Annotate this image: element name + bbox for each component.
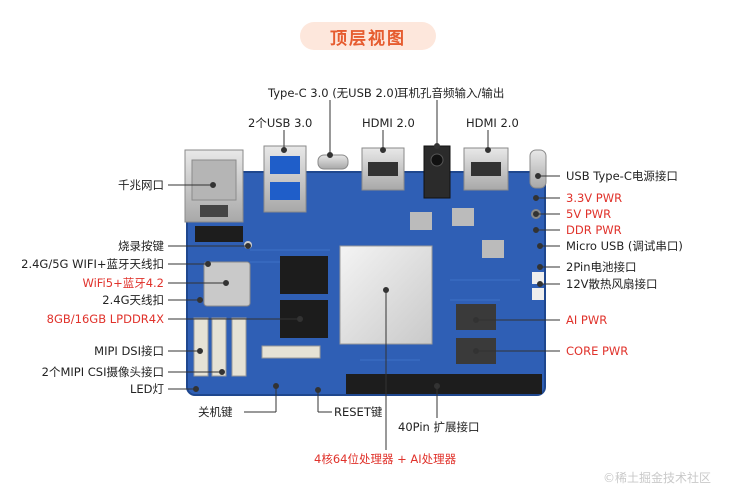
label-hdmi-2: HDMI 2.0 [466, 116, 519, 130]
typec30-port [317, 154, 349, 170]
label-hdmi-1: HDMI 2.0 [362, 116, 415, 130]
label-mipi-csi: 2个MIPI CSI摄像头接口 [41, 365, 164, 379]
label-ai-pwr: AI PWR [566, 313, 608, 327]
mipi-connectors [193, 317, 321, 377]
usbc-power-port [529, 149, 547, 189]
label-micro-usb: Micro USB (调试串口) [566, 239, 683, 253]
label-usbc-power: USB Type-C电源接口 [566, 169, 678, 183]
page-title: 顶层视图 [330, 28, 406, 49]
hdmi-port-1 [361, 147, 405, 191]
label-wifi-antenna: 2.4G/5G WIFI+蓝牙天线扣 [21, 257, 164, 271]
leader-lines [168, 100, 560, 450]
label-wifi5: WiFi5+蓝牙4.2 [82, 276, 164, 290]
usb30-ports [263, 145, 307, 213]
label-usb30: 2个USB 3.0 [248, 116, 313, 130]
hdmi-port-2 [463, 147, 509, 191]
label-fan: 12V散热风扇接口 [566, 277, 658, 291]
label-5v-pwr: 5V PWR [566, 207, 612, 221]
label-lpddr: 8GB/16GB LPDDR4X [46, 312, 164, 326]
label-typec30: Type-C 3.0 (无USB 2.0) [268, 86, 399, 100]
label-led: LED灯 [129, 382, 164, 396]
label-gigabit: 千兆网口 [118, 178, 164, 192]
label-mipi-dsi: MIPI DSI接口 [94, 344, 164, 358]
label-processor: 4核64位处理器 + AI处理器 [314, 452, 457, 466]
lpddr-chips [280, 256, 328, 338]
watermark: ©稀土掘金技术社区 [603, 471, 712, 485]
label-core-pwr: CORE PWR [566, 344, 629, 358]
audio-jack [423, 145, 451, 199]
label-ddr-pwr: DDR PWR [566, 223, 622, 237]
label-3v3-pwr: 3.3V PWR [566, 191, 623, 205]
gpio-header [346, 374, 542, 394]
label-reset-key: RESET键 [334, 405, 383, 419]
label-40pin: 40Pin 扩展接口 [398, 420, 480, 434]
label-audio: 耳机孔音频输入/输出 [397, 86, 505, 100]
label-battery: 2Pin电池接口 [566, 260, 637, 274]
label-power-key: 关机键 [198, 405, 233, 419]
ethernet-port [184, 149, 244, 223]
label-burn-key: 烧录按键 [118, 239, 164, 253]
label-antenna24: 2.4G天线扣 [102, 293, 164, 307]
title-pill: 顶层视图 [300, 22, 436, 50]
